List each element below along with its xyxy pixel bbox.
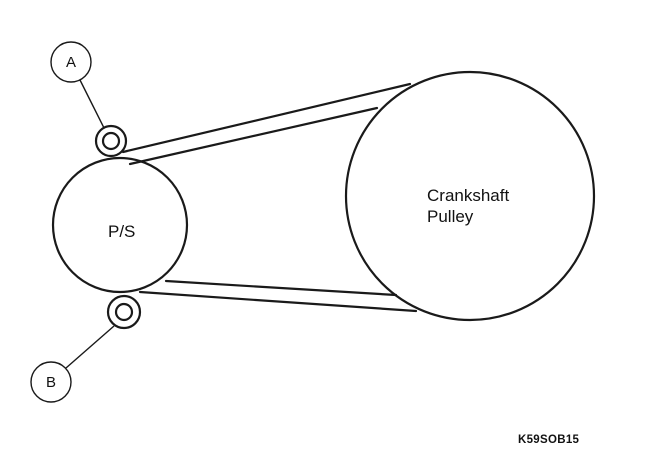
callout-b-letter: B: [46, 374, 56, 391]
figure-code-label: K59SOB15: [518, 434, 580, 446]
callout-b-circle: [30, 361, 72, 403]
idler-pulley-b: [106, 294, 142, 330]
crankshaft-pulley-label-line2: Pulley: [427, 207, 474, 226]
power-steering-pulley-outline: [51, 156, 189, 294]
callout-b: B: [30, 325, 115, 403]
drive-belt: [121, 82, 418, 313]
callout-a: A: [50, 41, 105, 129]
crankshaft-pulley-label-line1: Crankshaft: [427, 186, 509, 205]
idler-a-inner-ring: [101, 131, 121, 151]
belt-upper-outer-edge: [121, 82, 412, 154]
power-steering-pulley: P/S: [51, 156, 189, 294]
belt-lower-inner-edge: [164, 279, 398, 297]
callout-a-leader-line: [79, 79, 105, 129]
belt-upper-inner-edge: [128, 106, 379, 166]
power-steering-pulley-label: P/S: [108, 222, 135, 241]
callout-a-letter: A: [66, 54, 76, 71]
idler-b-inner-ring: [114, 302, 134, 322]
belt-lower-outer-edge: [138, 290, 418, 313]
crankshaft-pulley: Crankshaft Pulley: [344, 70, 596, 322]
callout-b-leader-line: [65, 325, 115, 369]
crankshaft-pulley-outline: [344, 70, 596, 322]
idler-a-outer-ring: [94, 124, 128, 158]
idler-pulley-a: [94, 124, 128, 158]
idler-b-outer-ring: [106, 294, 142, 330]
callout-a-circle: [50, 41, 92, 83]
